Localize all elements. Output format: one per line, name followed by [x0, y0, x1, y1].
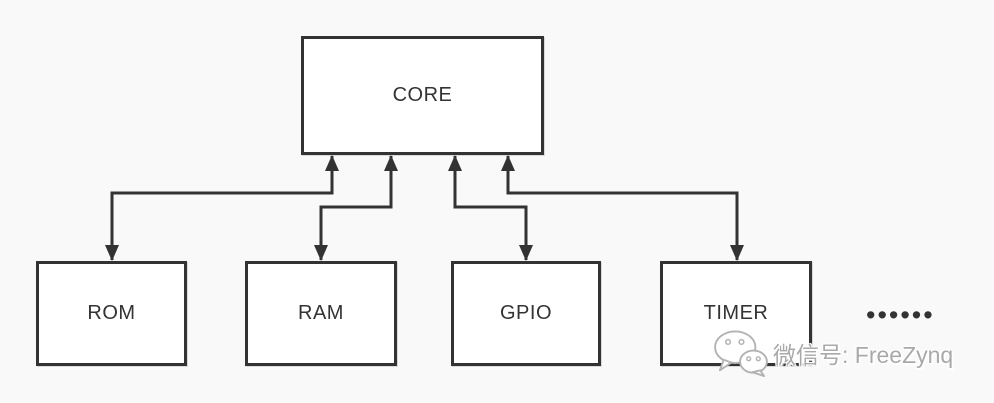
edge-core-rom: [105, 155, 339, 261]
edge-core-gpio: [448, 155, 533, 261]
node-ram-label: RAM: [298, 302, 344, 324]
node-ram: RAM: [245, 261, 397, 366]
node-core: CORE: [301, 36, 544, 155]
ellipsis-dots: ••••••: [866, 300, 935, 330]
node-gpio-label: GPIO: [499, 302, 552, 324]
wechat-icon: [714, 330, 768, 377]
edge-core-timer: [501, 155, 744, 261]
node-gpio: GPIO: [451, 261, 601, 366]
edge-core-ram: [314, 155, 398, 261]
watermark: 微信号: FreeZynq: [712, 329, 953, 377]
node-timer-label: TIMER: [703, 302, 769, 324]
node-core-label: CORE: [392, 84, 453, 106]
watermark-text: 微信号: FreeZynq: [773, 342, 954, 368]
node-rom: ROM: [36, 261, 187, 366]
node-rom-label: ROM: [87, 302, 136, 324]
